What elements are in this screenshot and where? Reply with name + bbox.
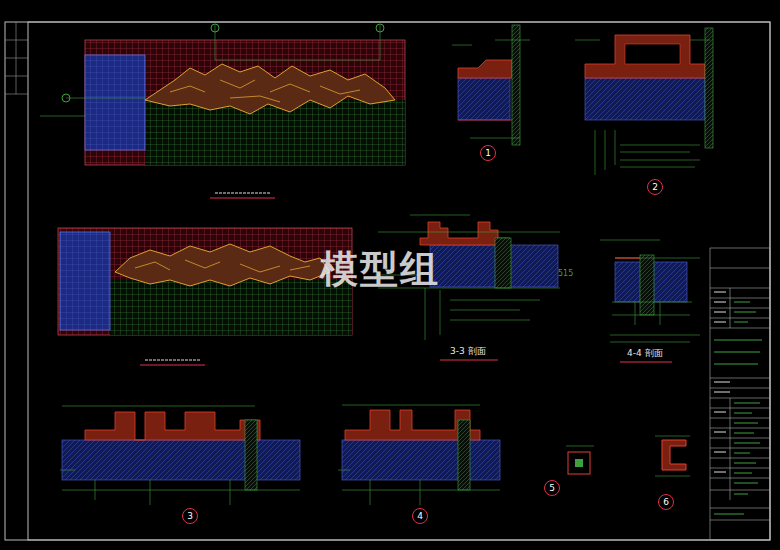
callout-number: 3 [187, 512, 193, 521]
callout-number: 6 [663, 498, 669, 507]
dimension: 515 [558, 270, 573, 279]
section-title: 3-3 剖面 [450, 347, 486, 357]
callout-circle: 2 [647, 179, 663, 195]
callout-number: 1 [485, 149, 491, 158]
callout-number: 2 [652, 183, 658, 192]
callout-circle: 3 [182, 508, 198, 524]
callout-number: 5 [549, 484, 555, 493]
callout-circle: 6 [658, 494, 674, 510]
callout-circle: 4 [412, 508, 428, 524]
watermark: 模型组 [320, 249, 440, 291]
callout-circle: 1 [480, 145, 496, 161]
section-title: 4-4 剖面 [627, 349, 663, 359]
callout-number: 4 [417, 512, 423, 521]
callout-circle: 5 [544, 480, 560, 496]
